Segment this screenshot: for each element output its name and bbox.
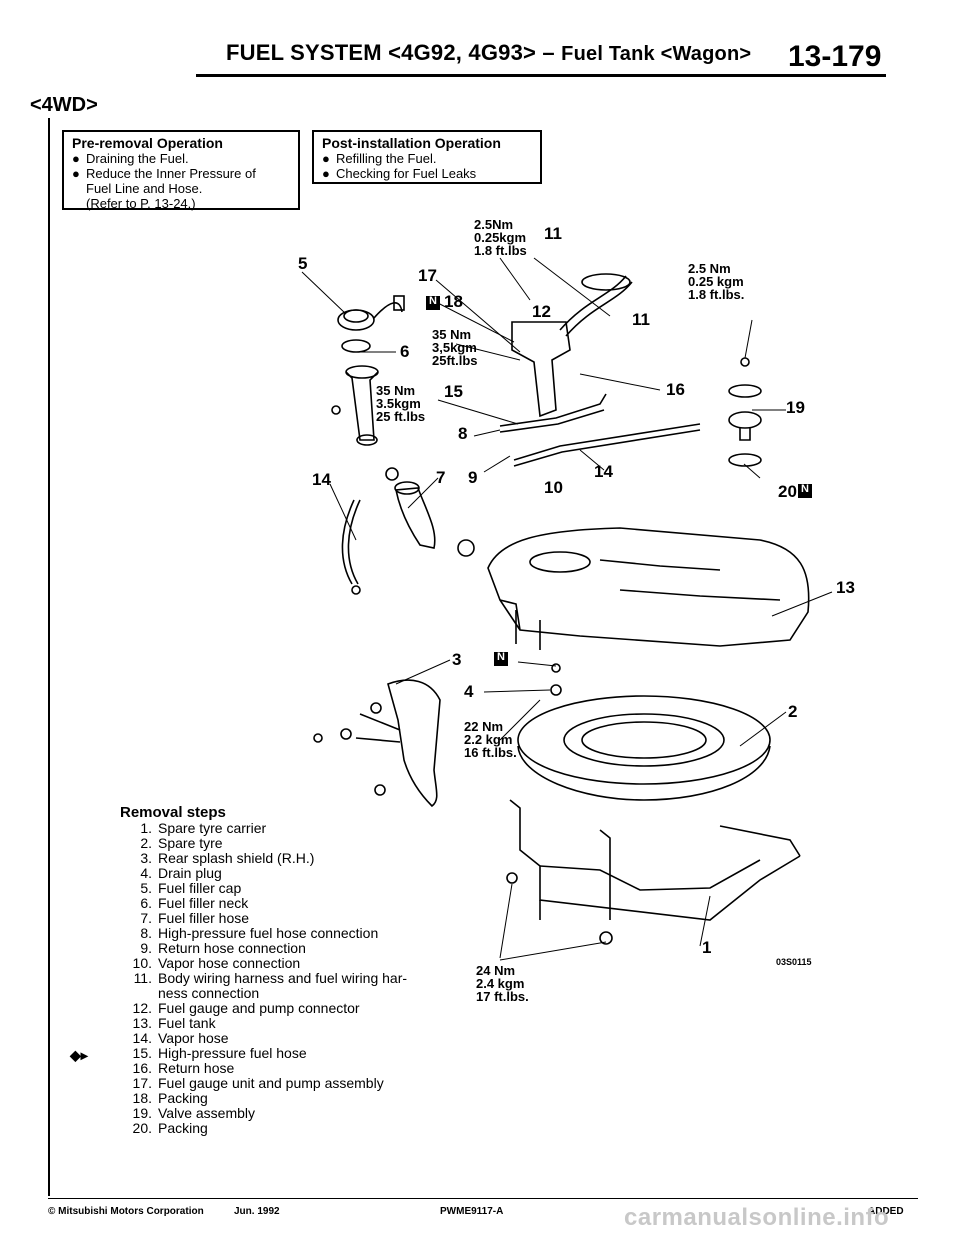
pre-removal-item: ●Reduce the Inner Pressure of [72,166,256,181]
removal-step: 5.Fuel filler cap [140,880,242,896]
removal-step: 3.Rear splash shield (R.H.) [140,850,315,866]
callout-number: 16 [666,380,685,399]
callout-number: 15 [444,382,463,401]
removal-step: 2.Spare tyre [140,835,223,851]
splash-shield-drawing [313,679,441,808]
callout-number: 11 [632,310,650,329]
callout-number: 14 [594,462,613,481]
callout-number: 1 [702,938,712,957]
footer-code: PWME9117-A [440,1206,504,1217]
callout-number: 9 [468,468,478,487]
callout-number: 2 [788,702,798,721]
removal-step: 19.Valve assembly [132,1105,256,1121]
removal-step: 11.Body wiring harness and fuel wiring h… [133,970,408,986]
valve-assembly-drawing [728,357,762,467]
removal-step: 7.Fuel filler hose [140,910,250,926]
figure-code: 03S0115 [776,957,812,967]
header-subtitle: Fuel Tank <Wagon> [561,43,752,65]
fuel-pump-assembly-drawing [511,273,633,418]
callout-number: 3 [452,650,462,669]
post-installation-title: Post-installation Operation [322,135,501,151]
footer-date: Jun. 1992 [234,1206,280,1217]
removal-step: 4.Drain plug [140,865,222,881]
removal-step: 17.Fuel gauge unit and pump assembly [132,1075,384,1091]
fuel-filler-neck-drawing [331,339,379,446]
spare-tyre-drawing [517,663,771,801]
callout-number: 8 [458,424,468,443]
pre-removal-title: Pre-removal Operation [72,135,223,151]
callout-number: 17 [418,266,437,285]
removal-step: 1.Spare tyre carrier [140,820,267,836]
vapor-hose-drawing [341,499,361,595]
page-number: 13-179 [788,40,882,73]
pre-removal-item: ●Draining the Fuel. [72,151,189,166]
pre-removal-continuation: (Refer to P. 13-24.) [86,196,196,211]
watermark: carmanualsonline.info [624,1204,890,1231]
callout-number: 12 [532,302,551,321]
callout-number: 19 [786,398,805,417]
removal-step: 12.Fuel gauge and pump connector [132,1000,360,1016]
pre-removal-box: Pre-removal Operation ●Draining the Fuel… [62,130,300,211]
n-mark-label: N [429,295,437,307]
footer-status: ADDED [868,1206,904,1217]
post-installation-item: ●Checking for Fuel Leaks [322,166,477,181]
removal-step: ness connection [158,985,260,1001]
header-rule [196,74,886,77]
header-title-main: FUEL SYSTEM <4G92, 4G93> – [226,40,555,65]
footer-rule [48,1198,918,1199]
removal-step: 9.Return hose connection [140,940,306,956]
removal-steps: Removal steps 1.Spare tyre carrier 2.Spa… [120,805,407,1136]
callout-number: 13 [836,578,855,597]
removal-step: 18.Packing [132,1090,208,1106]
page-header-title: FUEL SYSTEM <4G92, 4G93> – Fuel Tank <Wa… [226,40,751,66]
callout-number: 11 [544,224,562,243]
fuel-filler-hose-drawing [385,467,436,549]
fuel-tank-drawing [457,527,810,650]
post-installation-item: ●Refilling the Fuel. [322,151,437,166]
callout-number: 10 [544,478,563,497]
callout-number: 6 [400,342,410,361]
removal-steps-title: Removal steps [120,804,226,821]
callout-number: 7 [436,468,446,487]
n-mark-label: N [497,651,505,663]
callout-number: 4 [464,682,474,701]
removal-step: 6.Fuel filler neck [140,895,249,911]
leader-lines [301,257,833,961]
spare-tyre-carrier-drawing [506,799,801,945]
removal-step: 14.Vapor hose [132,1030,229,1046]
frame-left-rule [48,118,50,1196]
callout-number: 14 [312,470,331,489]
post-installation-box: Post-installation Operation ●Refilling t… [312,130,542,184]
removal-step: 8.High-pressure fuel hose connection [140,925,379,941]
removal-step: 16.Return hose [132,1060,235,1076]
pre-removal-continuation: Fuel Line and Hose. [86,181,203,196]
removal-step: 15.High-pressure fuel hose [132,1045,307,1061]
callout-number: 5 [298,254,308,273]
footer-copyright: © Mitsubishi Motors Corporation [48,1206,204,1217]
n-mark-boxes [426,296,812,666]
n-mark-label: N [801,483,809,495]
section-label: <4WD> [30,94,98,116]
revision-mark-icon: ◆▸ [70,1047,88,1063]
fuel-filler-cap-drawing [337,295,405,331]
removal-step: 20.Packing [132,1120,208,1136]
removal-step: 10.Vapor hose connection [132,955,301,971]
removal-step: 13.Fuel tank [132,1015,216,1031]
callout-number: 20 [778,482,797,501]
fuel-hoses-drawing [499,393,701,467]
callout-number: 18 [444,292,463,311]
